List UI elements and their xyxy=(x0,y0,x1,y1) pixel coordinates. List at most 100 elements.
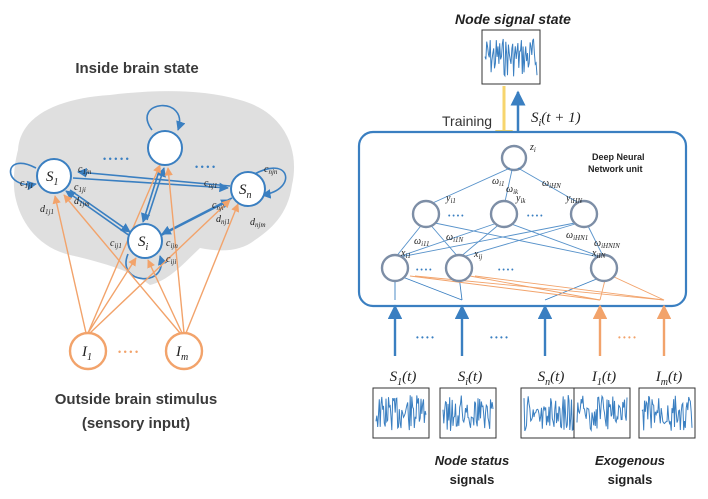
output-signal-trace xyxy=(484,38,538,78)
node-y-i1 xyxy=(411,199,441,229)
label-w-iHN: ω xyxy=(542,178,549,189)
input-label: Sn(t) xyxy=(538,369,565,388)
left-panel: Inside brain state xyxy=(9,60,295,432)
label-dnj1: d xyxy=(216,214,222,225)
svg-text:Sn: Sn xyxy=(239,182,252,201)
exogenous-line1: Exogenous xyxy=(595,453,665,468)
node-im xyxy=(164,331,204,371)
svg-text:ωik: ωik xyxy=(506,184,519,196)
svg-text:dnj1: dnj1 xyxy=(216,214,230,226)
node-top xyxy=(147,130,183,166)
z-label: z xyxy=(529,142,534,153)
input-signal-box xyxy=(372,387,430,439)
dots-input-1: • • • • xyxy=(416,267,432,274)
svg-text:c1jn: c1jn xyxy=(78,164,92,176)
dnn-title-line2: Network unit xyxy=(588,164,643,174)
label-w-ik: ω xyxy=(506,184,513,195)
svg-text:ωiHN1: ωiHN1 xyxy=(566,230,588,242)
svg-text:Im: Im xyxy=(175,344,188,363)
label-cnjn: c xyxy=(264,164,269,175)
label-w-i1N: ω xyxy=(446,232,453,243)
label-c1j1: c xyxy=(20,178,25,189)
dots-hidden-2: • • • • xyxy=(527,213,543,220)
svg-text:dnjm: dnjm xyxy=(250,217,266,229)
input-signal-trace xyxy=(523,395,575,432)
dots-inputs-3: • • • • xyxy=(618,333,636,342)
svg-text:cnj1: cnj1 xyxy=(204,178,217,190)
label-y-iHN: y xyxy=(565,193,571,204)
input-signal-trace xyxy=(641,395,693,431)
svg-text:ωi1N: ωi1N xyxy=(446,232,464,244)
node-x-i1 xyxy=(380,253,410,283)
stimulus-edges xyxy=(52,164,240,334)
label-y-i1: y xyxy=(445,193,451,204)
svg-text:yik: yik xyxy=(515,193,526,205)
dots-inputs-2: • • • • xyxy=(490,333,508,342)
node-status-line1: Node status xyxy=(435,453,509,468)
node-x-ij xyxy=(444,253,474,283)
svg-text:S1: S1 xyxy=(46,169,59,188)
svg-text:c1ji: c1ji xyxy=(74,182,86,194)
svg-text:xij: xij xyxy=(473,249,482,261)
node-si xyxy=(127,223,163,259)
svg-text:c1j1: c1j1 xyxy=(20,178,33,190)
input-label: Si(t) xyxy=(458,369,482,388)
bottom-title-line2: (sensory input) xyxy=(82,415,190,432)
label-w-iHN1: ω xyxy=(566,230,573,241)
svg-text:yi1: yi1 xyxy=(445,193,456,205)
svg-text:d1jm: d1jm xyxy=(74,196,90,208)
exogenous-line2: signals xyxy=(608,472,653,487)
dots-input-2: • • • • xyxy=(498,267,514,274)
node-x-iIN xyxy=(589,253,619,283)
input-signal-trace xyxy=(576,394,628,432)
label-cnj1: c xyxy=(204,178,209,189)
input-signal-boxes xyxy=(372,387,696,439)
node-signal-state-title: Node signal state xyxy=(455,11,571,27)
node-status-line2: signals xyxy=(450,472,495,487)
svg-text:xiIN: xiIN xyxy=(591,248,606,260)
input-arrows xyxy=(387,304,672,356)
label-cijn: c xyxy=(166,238,171,249)
svg-text:ωi1: ωi1 xyxy=(492,176,505,188)
svg-text:I1: I1 xyxy=(81,344,92,363)
svg-text:ωiHNIN: ωiHNIN xyxy=(594,238,620,250)
label-dnjm: d xyxy=(250,217,256,228)
node-s1 xyxy=(36,158,72,194)
i1-label: I xyxy=(81,344,88,360)
input-signal-trace xyxy=(375,395,427,431)
label-w-iHNIN: ω xyxy=(594,238,601,249)
svg-text:ciji: ciji xyxy=(166,254,176,266)
label-w-i11: ω xyxy=(414,236,421,247)
node-sn xyxy=(230,171,266,207)
svg-text:cijn: cijn xyxy=(166,238,178,250)
dots-stimulus: • • • • xyxy=(118,347,138,357)
svg-text:cnjn: cnjn xyxy=(264,164,278,176)
node-y-iHN xyxy=(569,199,599,229)
input-label: I1(t) xyxy=(591,369,616,388)
output-label: S xyxy=(531,110,539,126)
right-panel: Node signal state Training Si(t + 1) Dee… xyxy=(357,11,696,487)
node-z xyxy=(500,144,528,172)
svg-text:yiHN: yiHN xyxy=(565,193,582,205)
output-signal-box xyxy=(481,29,541,85)
label-cij1: c xyxy=(110,238,115,249)
svg-text:Si(t + 1): Si(t + 1) xyxy=(531,110,581,129)
svg-text:ωi11: ωi11 xyxy=(414,236,430,248)
left-title: Inside brain state xyxy=(75,60,198,77)
input-label: Im(t) xyxy=(655,369,682,388)
label-y-ik: y xyxy=(515,193,521,204)
dots-top-right: • • • • xyxy=(195,162,215,172)
svg-text:cij1: cij1 xyxy=(110,238,122,250)
input-labels: S1(t) Si(t) Sn(t) I1(t) Im(t) xyxy=(390,369,683,388)
label-w-i1: ω xyxy=(492,176,499,187)
svg-text:xi1: xi1 xyxy=(400,248,411,260)
s1-label: S xyxy=(46,169,54,185)
label-ciji: c xyxy=(166,254,171,265)
dots-hidden-1: • • • • xyxy=(448,213,464,220)
label-x-iIN: x xyxy=(591,248,597,259)
svg-text:ωiHN: ωiHN xyxy=(542,178,561,190)
bottom-title-line1: Outside brain stimulus xyxy=(55,391,218,408)
label-c1ji: c xyxy=(74,182,79,193)
input-label: S1(t) xyxy=(390,369,417,388)
